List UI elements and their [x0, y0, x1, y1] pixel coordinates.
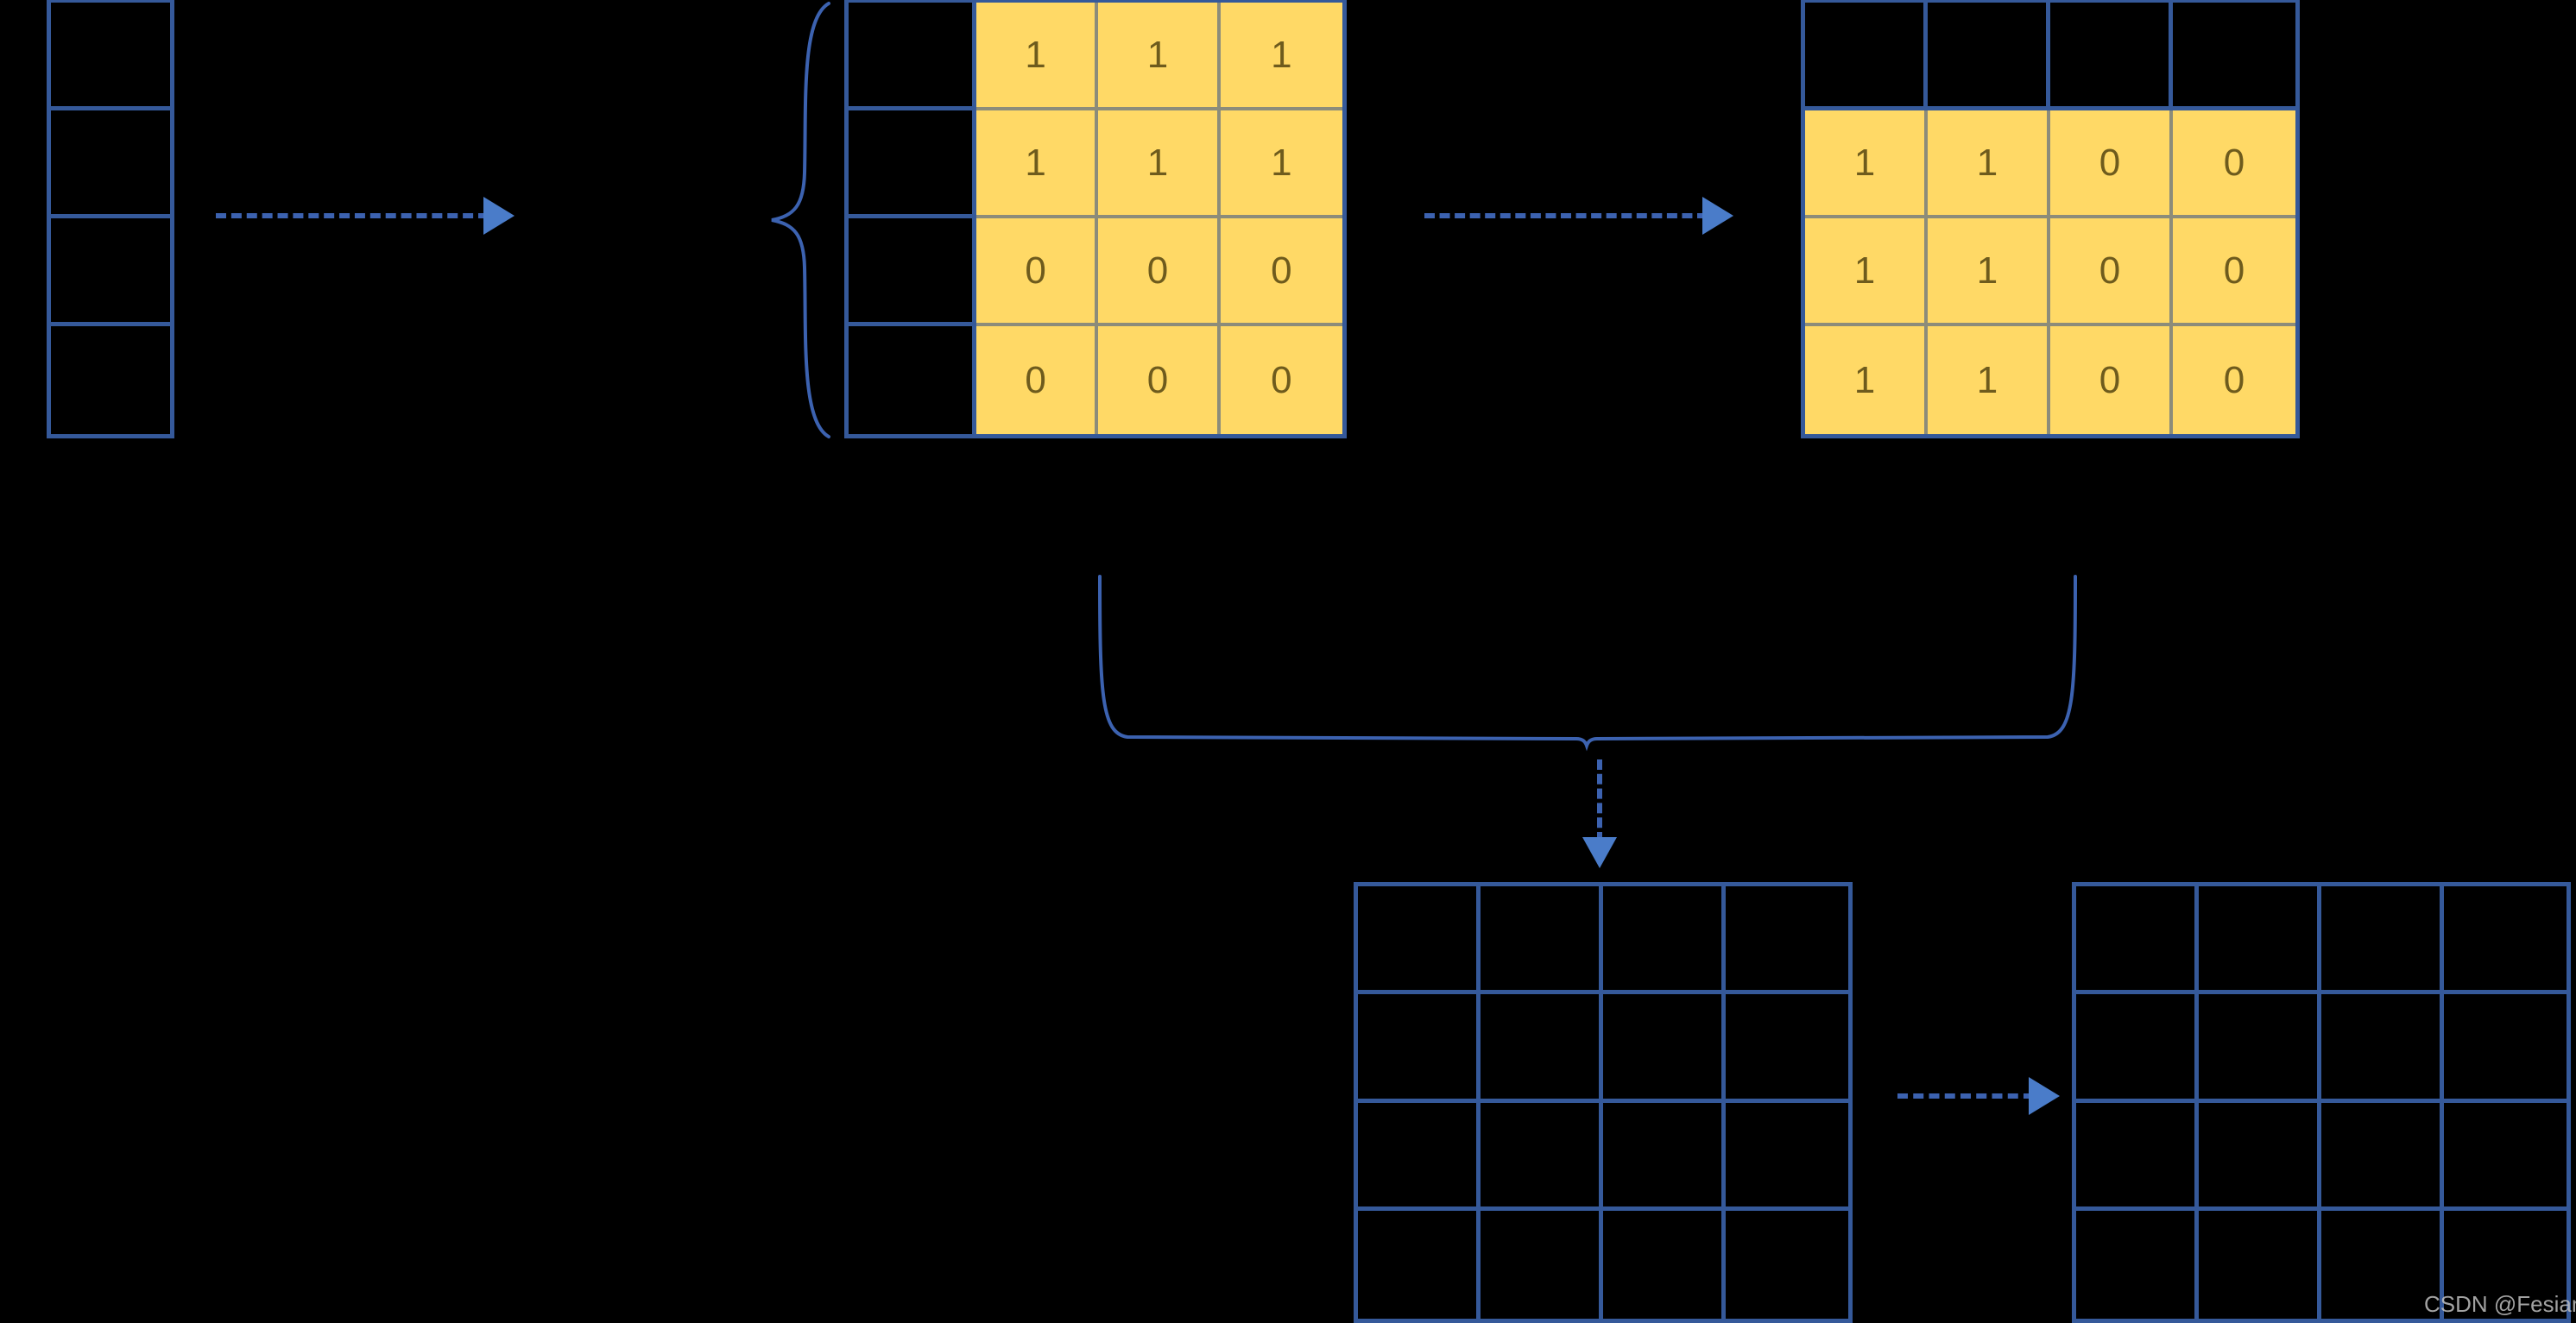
matrix-cell — [1928, 3, 2050, 110]
matrix-cell: 0 — [2050, 218, 2173, 326]
matrix-cell — [2199, 1210, 2321, 1319]
matrix-cell: 1 — [1928, 110, 2050, 218]
matrix-cell — [1481, 994, 1603, 1103]
matrix-cell: 0 — [2173, 326, 2295, 434]
watermark-label: CSDN @FesianXu — [2424, 1291, 2576, 1317]
arrow-shaft — [1897, 1093, 2034, 1099]
matrix-cell — [51, 110, 170, 218]
matrix-cell: 0 — [2173, 110, 2295, 218]
matrix-cell: 0 — [2173, 218, 2295, 326]
matrix-cell — [2444, 1102, 2567, 1211]
brace-left-of-matrix2 — [767, 0, 836, 440]
matrix-cell: 1 — [1928, 218, 2050, 326]
matrix-cell: 0 — [1220, 326, 1342, 434]
matrix-column-vector — [47, 0, 174, 438]
matrix-result-grid-left — [1354, 882, 1853, 1323]
matrix-cell: 1 — [1220, 110, 1342, 218]
matrix-cell — [2444, 886, 2567, 995]
arrow-shaft — [1424, 213, 1708, 218]
matrix-cell — [2444, 1210, 2567, 1319]
matrix-cell — [1358, 994, 1481, 1103]
matrix-cell — [849, 110, 976, 218]
matrix-cell: 1 — [976, 110, 1099, 218]
matrix-cell — [1805, 3, 1928, 110]
matrix-cell — [1481, 886, 1603, 995]
matrix-cell: 0 — [1098, 326, 1221, 434]
brace-bottom-group — [1093, 573, 2082, 754]
matrix-cell — [2199, 994, 2321, 1103]
matrix-cell: 0 — [976, 218, 1099, 326]
matrix-cell: 1 — [1098, 110, 1221, 218]
matrix-cell — [1603, 994, 1726, 1103]
matrix-cell: 1 — [1098, 3, 1221, 110]
matrix-cell — [2321, 886, 2444, 995]
matrix-result-grid-right — [2072, 882, 2571, 1323]
matrix-cell: 0 — [1098, 218, 1221, 326]
matrix-cell — [2076, 1102, 2199, 1211]
matrix-cell: 1 — [976, 3, 1099, 110]
matrix-cell — [849, 3, 976, 110]
matrix-cell: 0 — [2050, 326, 2173, 434]
matrix-cell — [51, 218, 170, 326]
matrix-cell — [2076, 994, 2199, 1103]
matrix-cell — [1603, 1102, 1726, 1211]
matrix-cell: 0 — [1220, 218, 1342, 326]
matrix-cell — [51, 3, 170, 110]
matrix-cell — [1481, 1210, 1603, 1319]
matrix-cell — [1358, 1102, 1481, 1211]
matrix-cell — [2321, 1210, 2444, 1319]
matrix-cell — [2199, 1102, 2321, 1211]
matrix-cell — [849, 218, 976, 326]
matrix-cell — [1603, 1210, 1726, 1319]
arrow-head-icon — [2029, 1077, 2060, 1115]
arrow-head-icon — [1702, 197, 1733, 235]
matrix-cell — [2321, 1102, 2444, 1211]
matrix-cell — [2173, 3, 2295, 110]
arrow-head-icon — [483, 197, 515, 235]
matrix-cell: 1 — [1805, 218, 1928, 326]
matrix-cell: 1 — [1805, 110, 1928, 218]
matrix-cell — [2050, 3, 2173, 110]
matrix-cell — [1358, 886, 1481, 995]
arrow-shaft — [216, 213, 489, 218]
matrix-cell: 1 — [1928, 326, 2050, 434]
matrix-cell — [1726, 1210, 1848, 1319]
matrix-cell — [2199, 886, 2321, 995]
matrix-cell — [2076, 886, 2199, 995]
matrix-cell: 0 — [2050, 110, 2173, 218]
matrix-cell: 1 — [1805, 326, 1928, 434]
matrix-cell — [2321, 994, 2444, 1103]
matrix-cell — [2444, 994, 2567, 1103]
arrow-shaft — [1597, 759, 1602, 842]
matrix-cell — [1726, 1102, 1848, 1211]
matrix-cell — [1358, 1210, 1481, 1319]
matrix-cell — [2076, 1210, 2199, 1319]
arrow-head-icon — [1582, 837, 1617, 868]
matrix-cell — [849, 326, 976, 434]
matrix-cell: 1 — [1220, 3, 1342, 110]
matrix-cell — [1726, 994, 1848, 1103]
matrix-cell — [1726, 886, 1848, 995]
matrix-cell — [1603, 886, 1726, 995]
matrix-cell: 0 — [976, 326, 1099, 434]
matrix-cell — [51, 326, 170, 434]
matrix-cell — [1481, 1102, 1603, 1211]
